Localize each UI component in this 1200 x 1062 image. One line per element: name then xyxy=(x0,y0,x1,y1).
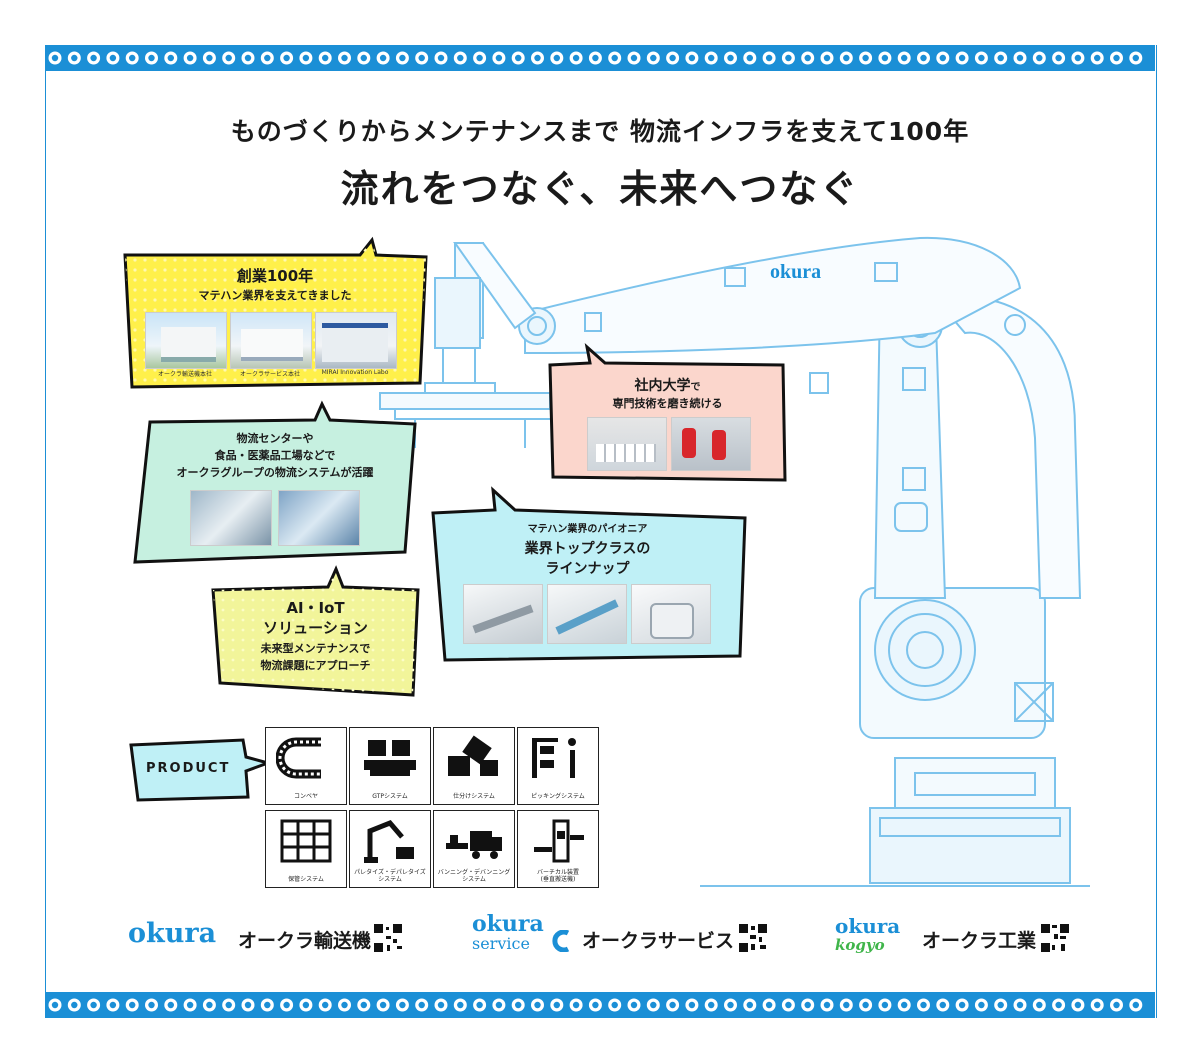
conveyor-icon xyxy=(276,737,321,779)
training-photo xyxy=(671,417,751,471)
storage-system-icon xyxy=(280,819,332,863)
headline-sub: ものづくりからメンテナンスまで 物流インフラを支えて100年 xyxy=(230,117,970,146)
mirai-labo-caption: MIRAI Innovation Labo xyxy=(321,369,389,376)
product-label-vertical: バーチカル装置(垂直搬送機) xyxy=(536,869,579,883)
bottom-rail xyxy=(45,992,1155,1018)
vanning-icon xyxy=(446,831,502,859)
service-hq-photo xyxy=(230,312,312,369)
belt-conveyor-photo xyxy=(547,584,627,644)
product-gtp[interactable]: GTPシステム xyxy=(349,727,431,805)
ai-iot-bubble: AI・IoT ソリューション 未来型メンテナンスで 物流課題にアプローチ xyxy=(208,565,423,700)
mirai-labo-photo xyxy=(315,312,397,369)
spiral-conveyor-photo xyxy=(463,584,543,644)
product-label-gtp: GTPシステム xyxy=(372,793,408,800)
company-okura-kogyo: オークラ工業 xyxy=(922,930,1037,952)
pioneer-line-2: ラインナップ xyxy=(545,561,630,577)
product-label-conveyor: コンベヤ xyxy=(293,793,318,800)
founding-bubble: 創業100年 マテハン業界を支えてきました オークラ輸送機本社 オークラサービス… xyxy=(120,235,430,390)
product-label-vanning: バンニング・デバンニングシステム xyxy=(437,869,511,883)
qr-code-icon[interactable] xyxy=(1040,923,1070,953)
product-tag: PRODUCT xyxy=(128,735,278,805)
product-label: PRODUCT xyxy=(146,761,231,776)
top-rail xyxy=(45,45,1155,71)
sorting-system-icon xyxy=(448,735,498,776)
pharma-factory-photo xyxy=(278,490,360,546)
okura-logo: okura xyxy=(128,918,217,949)
headquarters-photo xyxy=(145,312,227,369)
ai-line-2: ソリューション xyxy=(263,619,368,637)
product-storage[interactable]: 保管システム xyxy=(265,810,347,888)
product-conveyor[interactable]: コンベヤ xyxy=(265,727,347,805)
picking-system-icon xyxy=(532,738,576,778)
ai-line-1: AI・IoT xyxy=(286,599,345,617)
university-subtitle: 専門技術を磨き続ける xyxy=(612,397,723,410)
product-vanning[interactable]: バンニング・デバンニングシステム xyxy=(433,810,515,888)
machine-photo xyxy=(631,584,711,644)
pioneer-bubble: マテハン業界のパイオニア 業界トップクラスの ラインナップ xyxy=(425,486,750,666)
product-label-sorting: 仕分けシステム xyxy=(453,793,495,800)
service-hq-caption: オークラサービス本社 xyxy=(239,371,300,378)
product-palletizing[interactable]: パレタイズ・デパレタイズシステム xyxy=(349,810,431,888)
university-bubble: 社内大学で 専門技術を磨き続ける xyxy=(545,342,790,485)
pioneer-line-1: 業界トップクラスの xyxy=(524,541,651,557)
gtp-system-icon xyxy=(364,740,416,776)
logistics-line-2: 食品・医薬品工場などで xyxy=(214,449,336,462)
founding-subtitle: マテハン業界を支えてきました xyxy=(198,289,352,302)
qr-code-icon[interactable] xyxy=(373,923,403,953)
robot-illustration: okura xyxy=(375,218,1095,902)
headquarters-caption: オークラ輸送機本社 xyxy=(157,371,212,378)
wrench-icon xyxy=(552,930,570,952)
logistics-line-1: 物流センターや xyxy=(236,432,314,445)
logistics-line-3: オークラグループの物流システムが活躍 xyxy=(176,466,374,479)
logistics-bubble: 物流センターや 食品・医薬品工場などで オークラグループの物流システムが活躍 xyxy=(130,400,420,567)
ai-sub-2: 物流課題にアプローチ xyxy=(260,659,371,672)
headline-main: 流れをつなぐ、未来へつなぐ xyxy=(340,167,860,211)
qr-code-icon[interactable] xyxy=(738,923,768,953)
product-picking[interactable]: ピッキングシステム xyxy=(517,727,599,805)
pioneer-sub: マテハン業界のパイオニア xyxy=(527,524,648,535)
vertical-conveyor-icon xyxy=(534,819,584,863)
logistics-center-photo xyxy=(190,490,272,546)
product-vertical[interactable]: バーチカル装置(垂直搬送機) xyxy=(517,810,599,888)
product-label-storage: 保管システム xyxy=(288,876,324,883)
founding-title: 創業100年 xyxy=(236,267,314,285)
classroom-photo xyxy=(587,417,667,471)
company-okura-service: オークラサービス xyxy=(582,930,735,952)
university-title: 社内大学で xyxy=(634,378,701,394)
company-okura-yusoki: オークラ輸送機 xyxy=(238,930,372,952)
ai-sub-1: 未来型メンテナンスで xyxy=(260,642,371,655)
product-label-palletizing: パレタイズ・デパレタイズシステム xyxy=(354,869,426,883)
robot-arm-logo: okura xyxy=(770,261,821,283)
product-sorting[interactable]: 仕分けシステム xyxy=(433,727,515,805)
palletizing-icon xyxy=(364,820,414,863)
product-label-picking: ピッキングシステム xyxy=(531,793,585,800)
